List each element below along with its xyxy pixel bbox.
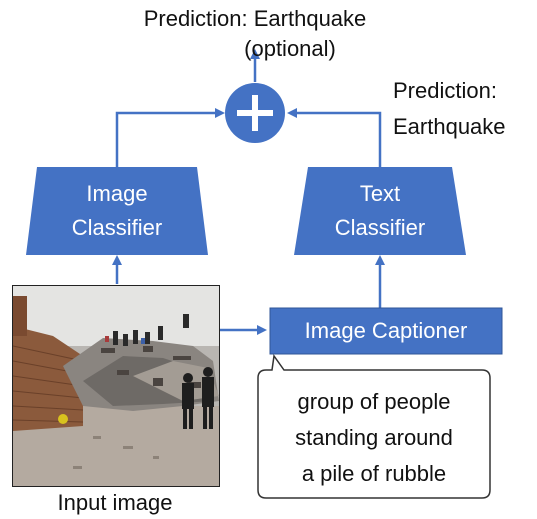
input-image-photo — [12, 285, 220, 487]
caption-callout-shape — [257, 354, 491, 499]
right-prediction-line1: Prediction: — [393, 78, 497, 103]
right-prediction-label: Prediction: Earthquake — [393, 76, 506, 142]
image-classifier-node: Image Classifier — [26, 177, 208, 245]
caption-line2: standing around — [295, 425, 453, 450]
input-image-label: Input image — [12, 488, 218, 518]
plus-icon-vertical — [252, 95, 258, 131]
image-captioner-node: Image Captioner — [270, 314, 502, 348]
image-classifier-line2: Classifier — [71, 215, 163, 240]
combiner-node — [225, 83, 285, 143]
top-prediction-label: Prediction: Earthquake (optional) — [105, 4, 405, 64]
text-classifier-line2: Classifier — [334, 215, 426, 240]
image-captioner-label: Image Captioner — [304, 318, 468, 343]
text-classifier-line1: Text — [359, 181, 401, 206]
input-image-label-text: Input image — [57, 490, 173, 515]
top-prediction-line2: (optional) — [244, 36, 336, 61]
text-classifier-node: Text Classifier — [294, 177, 466, 245]
caption-text: group of people standing around a pile o… — [258, 384, 490, 492]
earthquake-rubble-photo — [13, 286, 219, 486]
image-classifier-line1: Image — [86, 181, 148, 206]
caption-line1: group of people — [297, 389, 451, 414]
connectors — [112, 49, 385, 335]
arrow-image-classifier-to-plus — [115, 108, 225, 167]
image-captioner-shape — [269, 307, 503, 355]
image-classifier-shape — [26, 167, 208, 255]
caption-line3: a pile of rubble — [301, 461, 447, 486]
arrow-text-classifier-to-plus — [287, 108, 382, 167]
right-prediction-line2: Earthquake — [393, 114, 506, 139]
text-classifier-shape — [294, 167, 466, 255]
top-prediction-line1: Prediction: Earthquake — [143, 6, 367, 31]
